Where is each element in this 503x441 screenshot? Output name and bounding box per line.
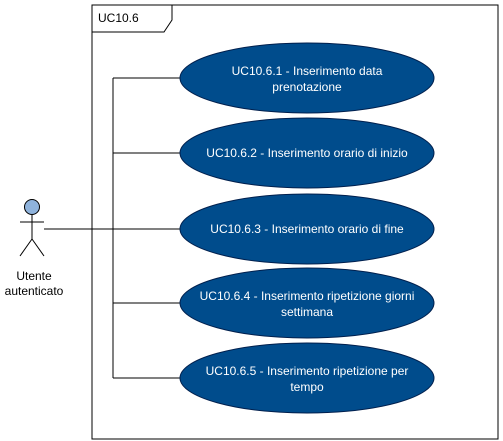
connectors bbox=[44, 77, 180, 379]
use-case-10-6-5: UC10.6.5 - Inserimento ripetizione per t… bbox=[179, 342, 435, 414]
actor-label-line1: Utente bbox=[16, 269, 52, 283]
use-case-label-line2: tempo bbox=[290, 380, 324, 394]
use-case-10-6-3: UC10.6.3 - Inserimento orario di fine bbox=[179, 193, 435, 265]
use-case-ellipse bbox=[179, 267, 435, 339]
actor-utente-autenticato bbox=[19, 199, 45, 257]
use-case-ellipse bbox=[179, 342, 435, 414]
use-case-10-6-2: UC10.6.2 - Inserimento orario di inizio bbox=[179, 117, 435, 189]
use-case-ellipse bbox=[179, 117, 435, 189]
use-case-label-line1: UC10.6.2 - Inserimento orario di inizio bbox=[206, 146, 408, 160]
use-case-label-line1: UC10.6.1 - Inserimento data bbox=[232, 64, 383, 78]
use-case-label-line2: settimana bbox=[281, 305, 333, 319]
actor-left-leg bbox=[19, 238, 33, 257]
frame-title: UC10.6 bbox=[98, 11, 139, 25]
frame-title-tab bbox=[91, 4, 173, 33]
use-case-10-6-1: UC10.6.1 - Inserimento data prenotazione bbox=[179, 42, 435, 114]
actor-right-leg bbox=[31, 238, 45, 257]
use-case-10-6-4: UC10.6.4 - Inserimento ripetizione giorn… bbox=[179, 267, 435, 339]
use-case-ellipse bbox=[179, 193, 435, 265]
use-case-label-line1: UC10.6.4 - Inserimento ripetizione giorn… bbox=[200, 289, 415, 303]
use-case-label-line1: UC10.6.5 - Inserimento ripetizione per bbox=[206, 364, 409, 378]
use-case-label-line2: prenotazione bbox=[272, 80, 342, 94]
actor-label-line2: autenticato bbox=[5, 284, 64, 298]
use-case-label-line1: UC10.6.3 - Inserimento orario di fine bbox=[210, 222, 404, 236]
use-case-ellipse bbox=[179, 42, 435, 114]
actor-head-icon bbox=[24, 199, 40, 215]
